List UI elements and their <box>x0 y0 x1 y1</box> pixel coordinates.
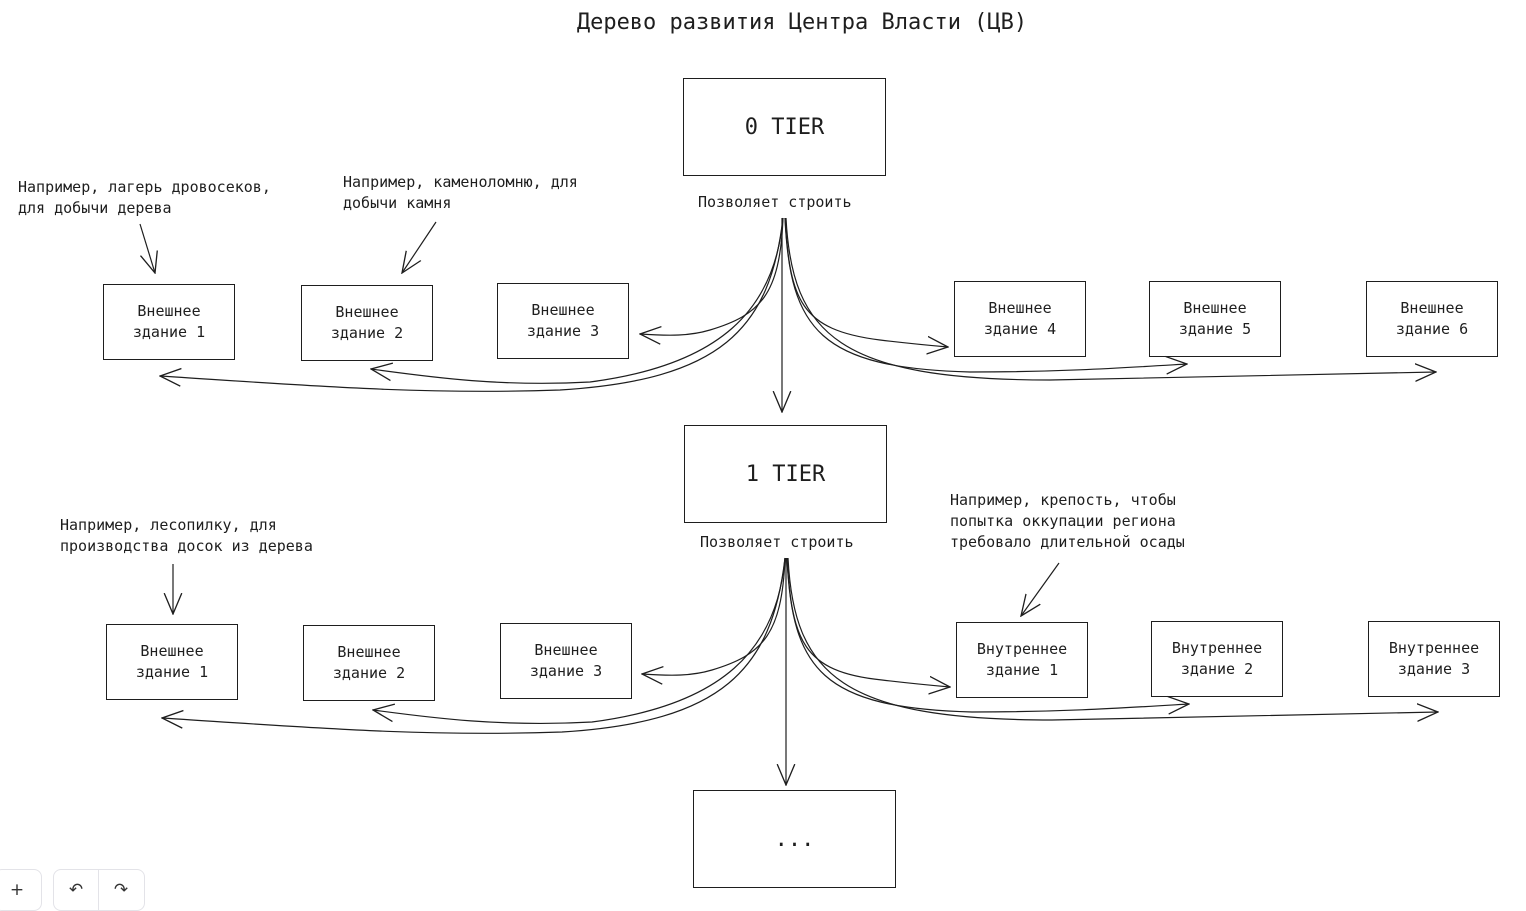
edge-t1-i2 <box>786 557 1189 712</box>
edge-t1-b1 <box>162 557 786 734</box>
zoom-toolbar: + <box>0 869 42 911</box>
edge-t0-b6 <box>785 217 1436 380</box>
note-lumber-camp: Например, лагерь дровосеков, для добычи … <box>18 178 271 217</box>
row1-building-2: Внешнее здание 2 <box>303 625 435 701</box>
zoom-in-icon[interactable]: + <box>9 880 25 900</box>
row0-building-2: Внешнее здание 2 <box>301 285 433 361</box>
row0-building-3: Внешнее здание 3 <box>497 283 629 359</box>
toolbar-divider <box>98 870 99 910</box>
undo-icon[interactable]: ↶ <box>68 880 84 900</box>
edge-t1-i3 <box>787 557 1438 720</box>
note-fortress: Например, крепость, чтобы попытка оккупа… <box>950 491 1185 551</box>
note-arrow-1 <box>139 223 155 273</box>
row1-inner-building-1: Внутреннее здание 1 <box>956 622 1088 698</box>
tier-0-box: 0 TIER <box>683 78 886 176</box>
edge-t1-b3 <box>642 557 786 675</box>
note-quarry: Например, каменоломню, для добычи камня <box>343 173 578 212</box>
tier-0-caption: Позволяет строить <box>698 193 852 211</box>
row1-building-1: Внешнее здание 1 <box>106 624 238 700</box>
row1-inner-building-3: Внутреннее здание 3 <box>1368 621 1500 697</box>
edge-t1-i1 <box>786 557 950 687</box>
next-tier-box: ... <box>693 790 896 888</box>
row1-building-3: Внешнее здание 3 <box>500 623 632 699</box>
tier-1-box: 1 TIER <box>684 425 887 523</box>
edge-t0-b1 <box>160 217 784 392</box>
tier-1-caption: Позволяет строить <box>700 533 854 551</box>
edge-t0-b3 <box>640 217 784 335</box>
edge-t0-b2 <box>371 217 784 384</box>
edge-t0-b4 <box>784 217 948 347</box>
redo-icon[interactable]: ↷ <box>113 880 129 900</box>
diagram-title: Дерево развития Центра Власти (ЦВ) <box>576 10 1028 35</box>
history-toolbar: ↶ ↷ <box>53 869 145 911</box>
note-sawmill: Например, лесопилку, для производства до… <box>60 516 313 555</box>
edge-t0-b5 <box>784 217 1187 372</box>
note-arrow-4 <box>1021 562 1060 616</box>
note-arrow-2 <box>402 221 437 273</box>
row0-building-5: Внешнее здание 5 <box>1149 281 1281 357</box>
row0-building-6: Внешнее здание 6 <box>1366 281 1498 357</box>
row0-building-4: Внешнее здание 4 <box>954 281 1086 357</box>
row1-inner-building-2: Внутреннее здание 2 <box>1151 621 1283 697</box>
row0-building-1: Внешнее здание 1 <box>103 284 235 360</box>
edge-t1-b2 <box>373 557 786 725</box>
